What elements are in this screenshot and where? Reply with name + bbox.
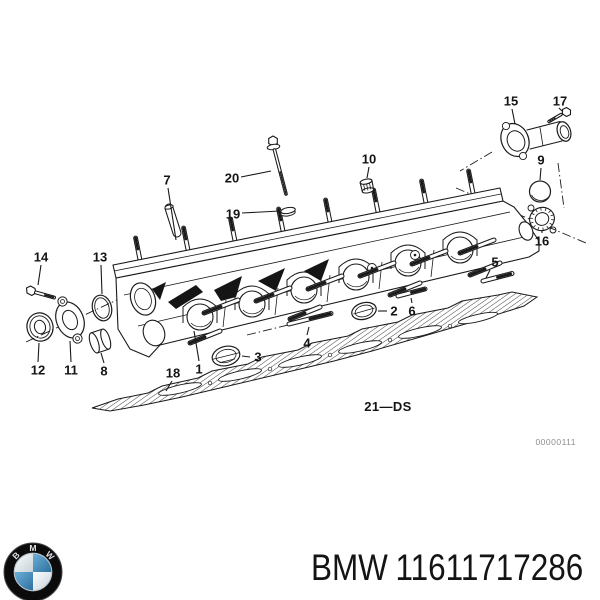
- callout-3: 3: [254, 350, 261, 365]
- face-studs: [187, 237, 503, 346]
- callout-leader-7: [167, 187, 177, 241]
- callout-leader-19: [241, 210, 281, 214]
- callout-14: 14: [34, 250, 49, 265]
- callout-leader-6: [410, 297, 413, 304]
- callout-leader-13: [100, 264, 103, 295]
- callout-2: 2: [390, 304, 397, 319]
- callout-17: 17: [553, 94, 567, 109]
- part-15-water-neck: [500, 120, 572, 161]
- part-8-bushing: [88, 328, 112, 354]
- part-3-sealing-cap: [211, 345, 241, 367]
- part-number: 11611717286: [395, 547, 584, 588]
- callout-leader-18: [165, 380, 173, 392]
- part-16-flange-gasket: [527, 204, 557, 234]
- logo-quadrant-bl: [14, 572, 33, 591]
- callout-leader-3: [241, 355, 251, 358]
- callout-6: 6: [408, 304, 415, 319]
- callout-11: 11: [64, 363, 78, 378]
- part-11-flange: [55, 296, 85, 344]
- callout-12: 12: [31, 363, 45, 378]
- callout-leader-14: [37, 264, 42, 286]
- part-17-bolt: [547, 106, 572, 124]
- part-6-stud: [395, 286, 428, 299]
- callout-13: 13: [93, 250, 107, 265]
- part-4-stud: [286, 311, 334, 327]
- bmw-logo: B M W: [3, 542, 63, 600]
- callout-7: 7: [163, 173, 170, 188]
- callout-leader-11: [69, 340, 72, 363]
- logo-letter-b: B: [10, 550, 21, 561]
- callout-19: 19: [226, 207, 240, 222]
- callout-leader-12: [37, 342, 40, 363]
- brand-name: BMW: [311, 547, 388, 588]
- callout-leader-1: [193, 330, 200, 362]
- part-12-seal-ring: [26, 312, 54, 342]
- logo-letter-m: M: [29, 543, 36, 553]
- logo-quadrant-tr: [33, 553, 52, 572]
- callout-1: 1: [195, 362, 202, 377]
- rail-studs: [133, 168, 476, 263]
- callout-leader-10: [366, 166, 370, 179]
- part-5-stud: [480, 271, 515, 284]
- callout-leader-17: [558, 107, 563, 112]
- part-10-cap-nut: [359, 178, 375, 194]
- part-2-sealing-cap: [351, 301, 377, 321]
- callout-4: 4: [303, 336, 311, 351]
- gasket-set-label: 21—DS: [364, 399, 412, 414]
- callout-leader-15: [511, 108, 516, 125]
- callout-5: 5: [491, 255, 498, 270]
- callout-18: 18: [166, 366, 180, 381]
- drawing-number: 00000111: [535, 437, 576, 447]
- part-19-washer: [280, 206, 296, 217]
- callout-16: 16: [535, 234, 549, 249]
- callout-leader-5: [485, 269, 491, 279]
- logo-quadrant-tl: [14, 553, 33, 572]
- gasket-serration: [529, 207, 555, 231]
- callout-leader-4: [306, 326, 310, 336]
- part-13-o-ring: [91, 294, 113, 322]
- callout-leader-20: [240, 170, 272, 178]
- shadow-wedges: [152, 259, 329, 309]
- head-end-ports: [129, 221, 534, 347]
- callout-15: 15: [504, 94, 518, 109]
- callout-8: 8: [100, 364, 107, 379]
- valve-cover-rail: [112, 187, 504, 279]
- gasket-combustion-openings: [158, 311, 498, 396]
- part-18-head-gasket: [91, 291, 539, 412]
- callout-leader-9: [539, 167, 542, 181]
- part-14-hex-bolt: [25, 285, 56, 300]
- logo-quadrant-br: [33, 572, 52, 591]
- callout-10: 10: [362, 152, 376, 167]
- callout-9: 9: [537, 153, 544, 168]
- callout-20: 20: [225, 171, 239, 186]
- part-9-core-plug: [528, 180, 552, 203]
- callout-leader-8: [100, 352, 105, 364]
- part-20-head-bolt: [266, 135, 288, 196]
